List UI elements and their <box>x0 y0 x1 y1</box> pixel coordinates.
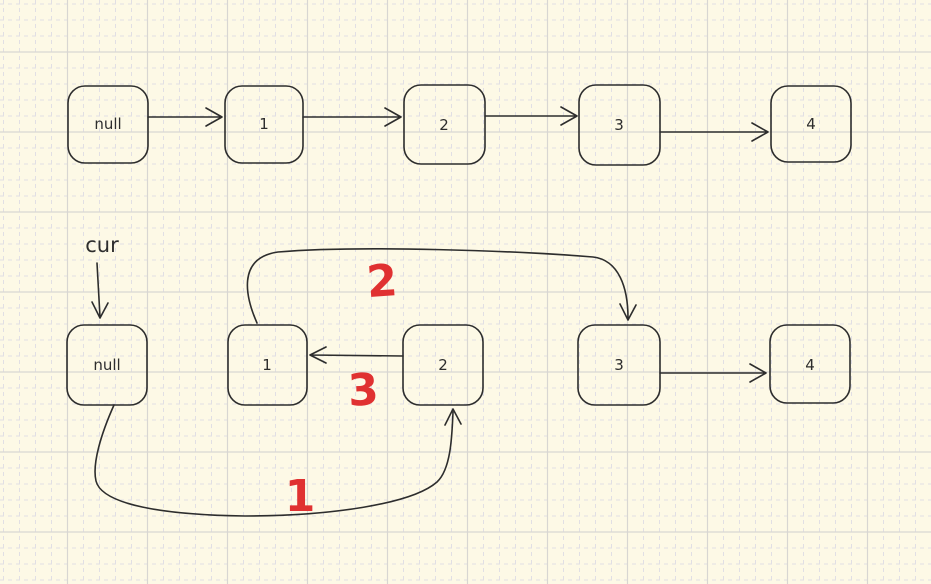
top-node-3-label: 3 <box>614 116 624 134</box>
bottom-node-1-label: 1 <box>262 356 272 374</box>
bottom-node-null-box[interactable] <box>66 324 148 406</box>
bottom-node-3[interactable]: 3 <box>577 324 661 406</box>
arrow-curve-null-to-2[interactable] <box>94 404 462 517</box>
top-node-null-box[interactable] <box>67 85 149 164</box>
top-node-3[interactable]: 3 <box>578 84 661 166</box>
bottom-node-4-box[interactable] <box>769 324 851 404</box>
step-label-3: 3 <box>347 364 380 417</box>
arrow-top-1-to-2[interactable] <box>302 107 402 127</box>
top-node-1[interactable]: 1 <box>224 85 304 164</box>
bottom-node-2-label: 2 <box>438 356 448 374</box>
arrow-bottom-3-to-4[interactable] <box>659 363 767 383</box>
bottom-node-2-box[interactable] <box>402 324 484 406</box>
top-node-2[interactable]: 2 <box>403 84 486 165</box>
bottom-list: cur null 1 2 3 4 1 2 <box>66 233 851 522</box>
arrow-top-3-to-4[interactable] <box>659 122 769 142</box>
step-label-1: 1 <box>285 471 316 522</box>
top-node-null[interactable]: null <box>67 85 149 164</box>
top-node-2-box[interactable] <box>403 84 486 165</box>
bottom-node-null[interactable]: null <box>66 324 148 406</box>
step-label-2: 2 <box>365 255 399 308</box>
cur-pointer-label[interactable]: cur <box>85 233 119 257</box>
bottom-node-4[interactable]: 4 <box>769 324 851 404</box>
top-node-2-label: 2 <box>439 116 449 134</box>
arrow-2-to-1[interactable] <box>309 346 404 364</box>
arrow-cur-to-null[interactable] <box>91 262 109 319</box>
bottom-node-1[interactable]: 1 <box>227 324 308 406</box>
arrow-top-null-to-1[interactable] <box>147 107 223 127</box>
top-list: null 1 2 3 4 <box>67 84 852 166</box>
top-node-1-box[interactable] <box>224 85 304 164</box>
top-node-3-box[interactable] <box>578 84 661 166</box>
top-node-1-label: 1 <box>259 115 269 133</box>
bottom-node-4-label: 4 <box>805 356 815 374</box>
bottom-node-null-label: null <box>93 356 120 374</box>
top-node-4[interactable]: 4 <box>770 85 852 163</box>
top-node-null-label: null <box>94 115 121 133</box>
arrow-curve-1-to-3[interactable] <box>246 248 637 324</box>
top-node-4-box[interactable] <box>770 85 852 163</box>
arrow-top-2-to-3[interactable] <box>484 106 578 126</box>
bottom-node-1-box[interactable] <box>227 324 308 406</box>
bottom-node-2[interactable]: 2 <box>402 324 484 406</box>
bottom-node-3-box[interactable] <box>577 324 661 406</box>
bottom-node-3-label: 3 <box>614 356 624 374</box>
top-node-4-label: 4 <box>806 115 816 133</box>
